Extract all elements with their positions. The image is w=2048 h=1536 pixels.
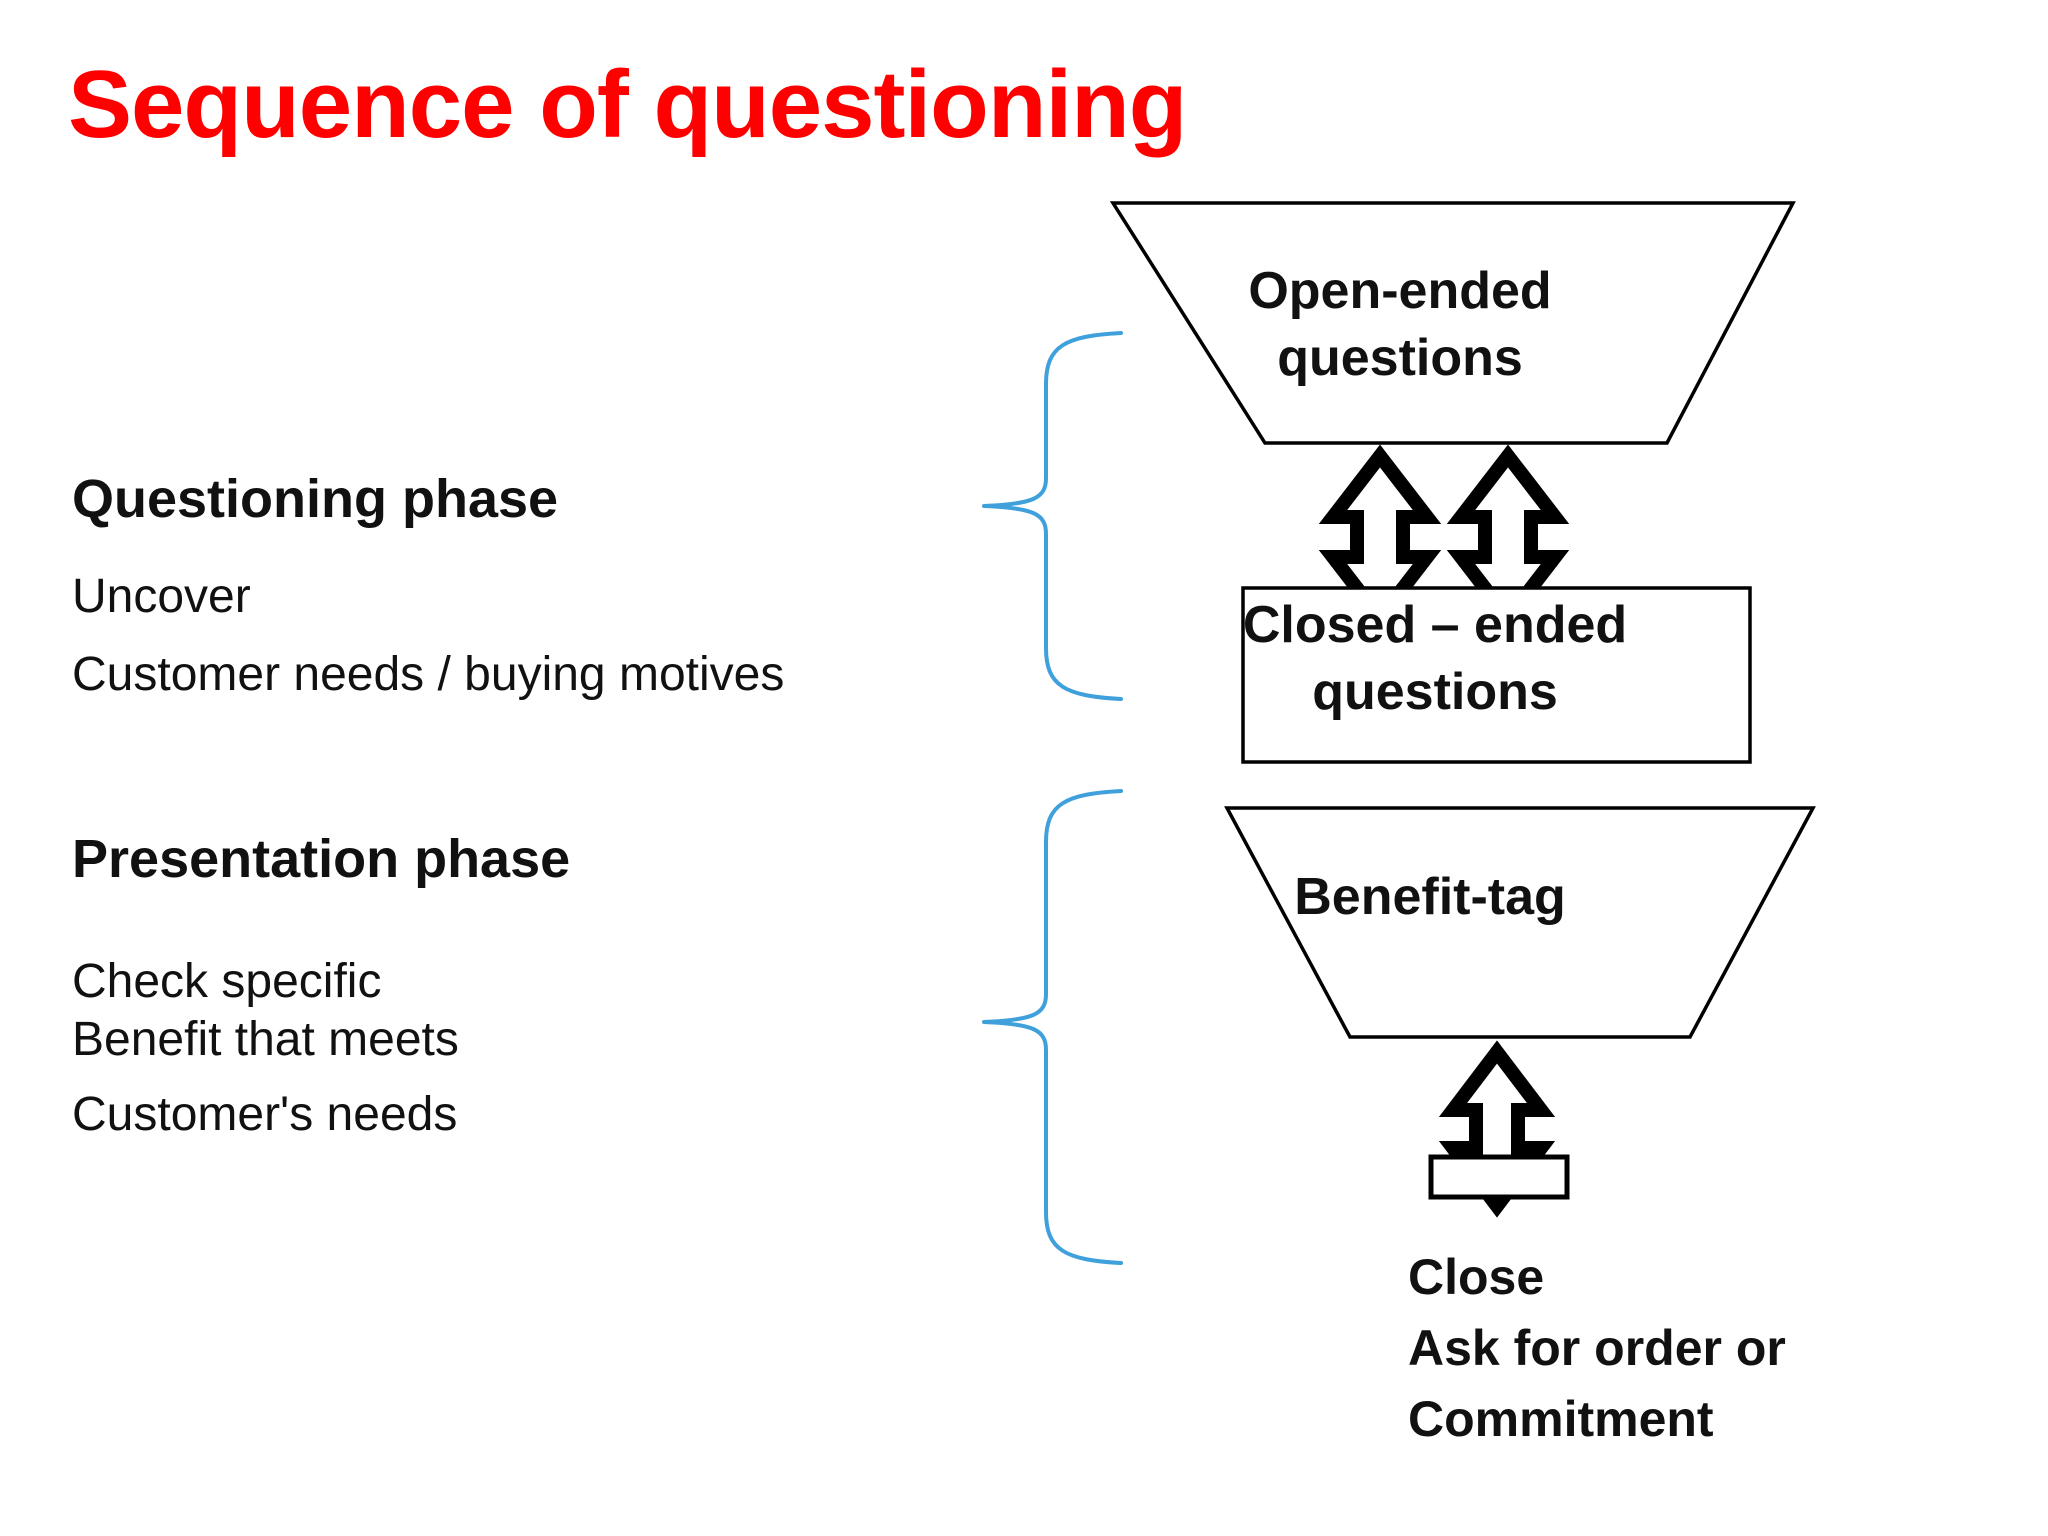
presentation-phase-heading: Presentation phase: [72, 829, 571, 889]
close-line-3: Commitment: [1408, 1391, 1714, 1447]
shape-closed-ended-rectangle: [1241, 586, 1752, 764]
presentation-phase-line-1: Check specific: [72, 955, 382, 1008]
shape-label-closed-ended: Closed – ended questions: [1205, 592, 1665, 725]
closed-ended-line-1: Closed – ended: [1242, 596, 1628, 654]
brace-presentation-phase: [982, 789, 1123, 1265]
close-line-2: Ask for order or: [1408, 1320, 1786, 1376]
presentation-phase-line-2: Benefit that meets: [72, 1013, 459, 1066]
questioning-phase-line-2: Customer needs / buying motives: [72, 648, 785, 701]
close-text-block: Close Ask for order or Commitment: [1408, 1242, 1786, 1455]
shape-benefit-tag-trapezoid: [1224, 806, 1816, 1039]
open-ended-line-2: questions: [1277, 328, 1523, 387]
brace-questioning-phase: [982, 331, 1123, 701]
benefit-tag-line-1: Benefit-tag: [1294, 868, 1566, 926]
shape-open-ended-trapezoid: [1109, 201, 1796, 445]
questioning-phase-heading: Questioning phase: [72, 469, 559, 529]
shape-close-rectangle: [1428, 1154, 1570, 1200]
presentation-phase-line-3: Customer's needs: [72, 1088, 458, 1141]
page-title: Sequence of questioning: [68, 51, 1187, 158]
shape-label-open-ended: Open-ended questions: [1160, 258, 1640, 391]
shape-label-benefit-tag: Benefit-tag: [1200, 864, 1660, 931]
closed-ended-line-2: questions: [1312, 662, 1558, 721]
questioning-phase-line-1: Uncover: [72, 570, 251, 623]
close-line-1: Close: [1408, 1249, 1545, 1305]
open-ended-line-1: Open-ended: [1248, 262, 1552, 320]
